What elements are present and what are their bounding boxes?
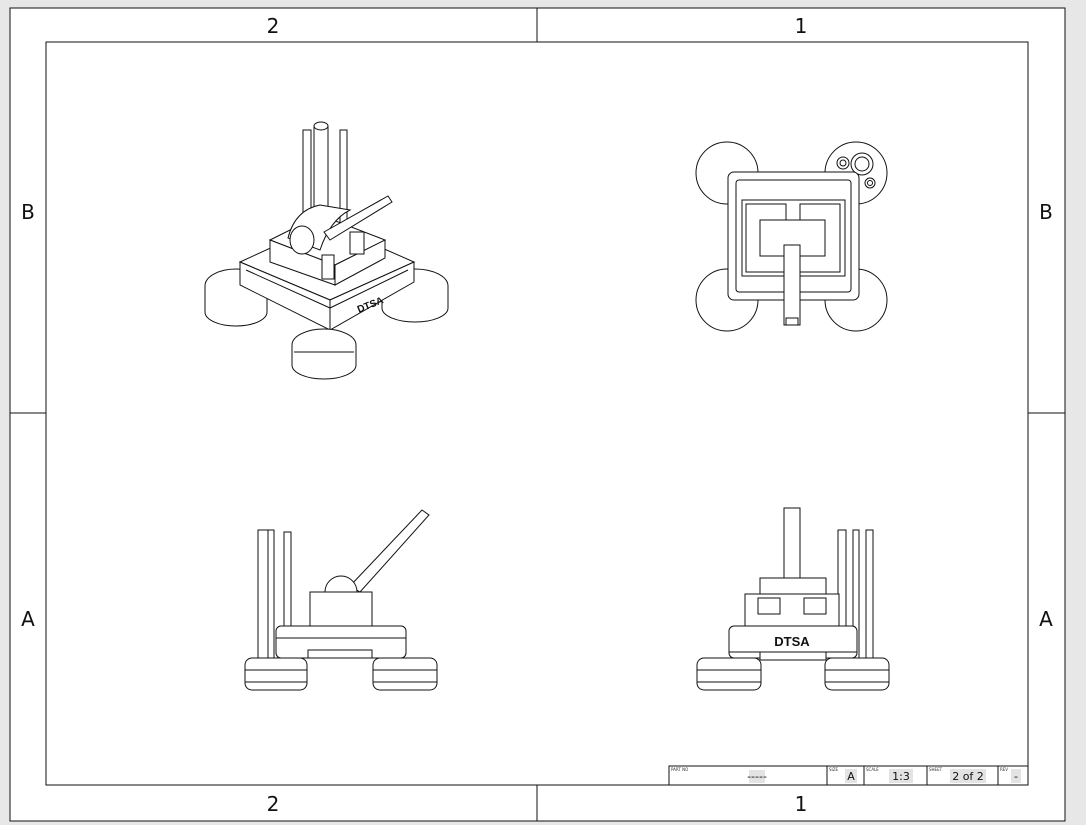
size-value: A	[847, 770, 855, 783]
size-label: SIZE	[829, 767, 838, 772]
zone-label-left-a: A	[21, 607, 35, 631]
top-view	[695, 141, 888, 332]
scale-value: 1:3	[892, 770, 910, 783]
zone-label-top-1: 1	[795, 14, 808, 38]
zone-label-bottom-2: 2	[267, 792, 280, 816]
sheet-paper	[9, 7, 1066, 822]
zone-label-bottom-1: 1	[795, 792, 808, 816]
side-view	[244, 509, 438, 691]
zone-label-left-b: B	[21, 200, 35, 224]
zone-label-top-2: 2	[267, 14, 280, 38]
scale-label: SCALE	[866, 767, 879, 772]
title-block: PART NO ----- SIZE A SCALE 1:3 SHEET 2 o…	[668, 765, 1029, 786]
part-number-value: -----	[747, 770, 767, 783]
part-number-label: PART NO	[671, 767, 688, 772]
rev-value: -	[1014, 770, 1018, 783]
zone-label-right-b: B	[1039, 200, 1053, 224]
sheet-label: SHEET	[929, 767, 943, 772]
zone-label-right-a: A	[1039, 607, 1053, 631]
rear-view: DTSA	[696, 507, 890, 691]
isometric-view: DTSA	[204, 121, 449, 380]
rear-part-marking: DTSA	[774, 634, 810, 649]
sheet-value: 2 of 2	[952, 770, 984, 783]
rev-label: REV	[1000, 767, 1008, 772]
